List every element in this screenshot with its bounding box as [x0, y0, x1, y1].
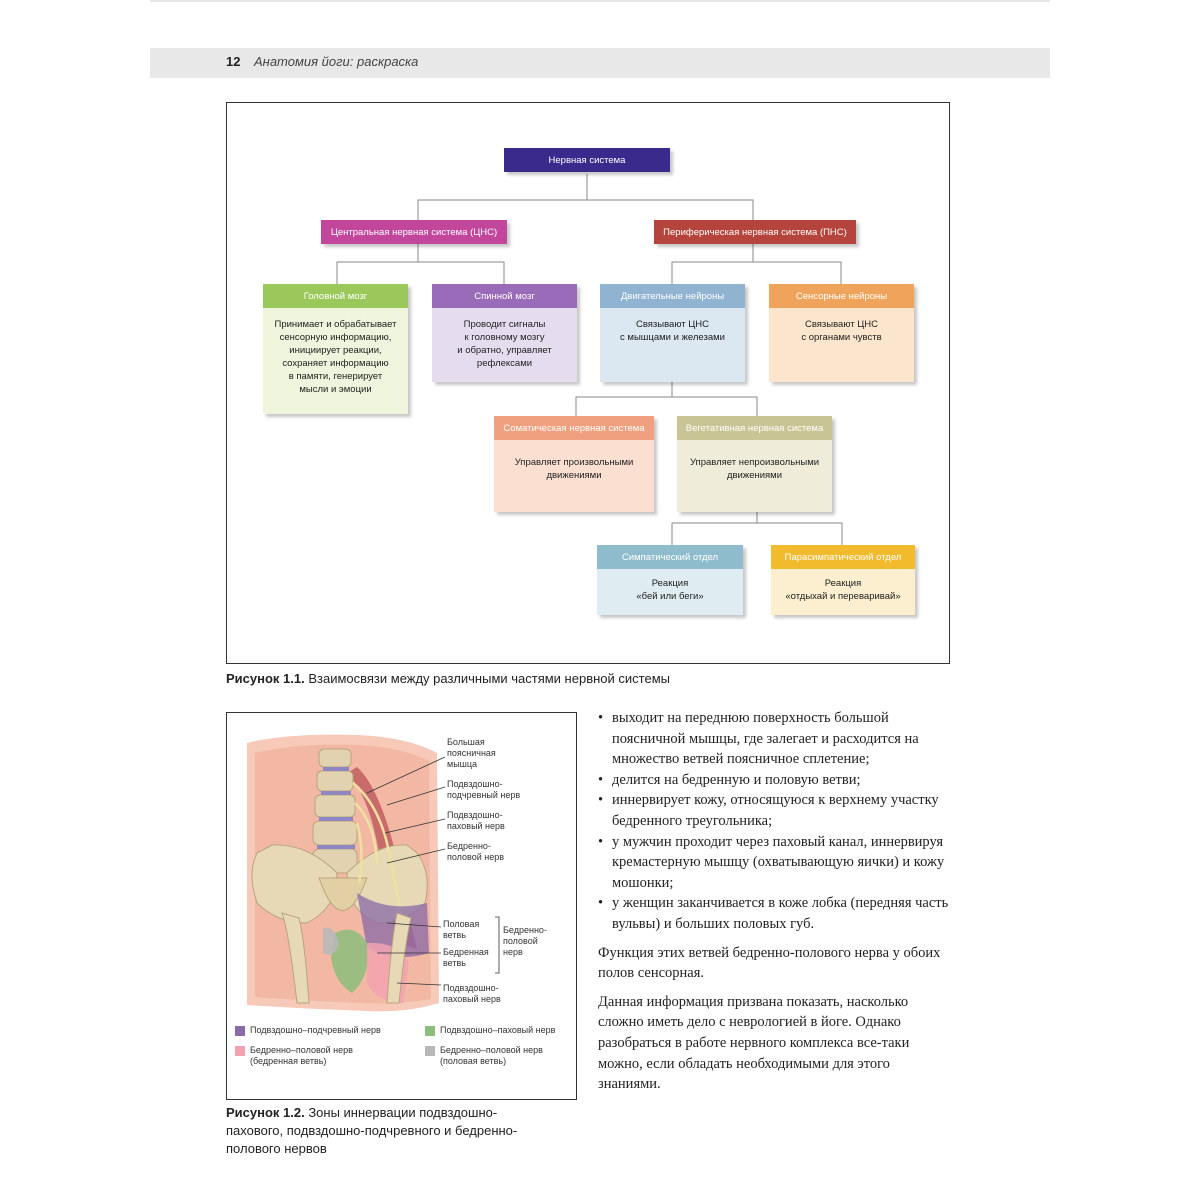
label-psoas: Большая поясничная мышца [447, 737, 496, 769]
legend-ilioinguinal: Подвздошно–паховый нерв [425, 1025, 555, 1036]
node-brain-title: Головной мозг [263, 284, 408, 308]
node-somatic: Соматическая нервная система Управляет п… [494, 416, 654, 512]
node-nervous-system-label: Нервная система [548, 154, 626, 166]
node-motor-neurons: Двигательные нейроны Связывают ЦНС с мыш… [600, 284, 745, 382]
running-head: 12 Анатомия йоги: раскраска [150, 48, 1050, 78]
connector-motor-somatic [575, 382, 673, 416]
label-genitofemoral: Бедренно- половой нерв [447, 841, 505, 862]
legend-swatch [235, 1026, 245, 1036]
legend-iliohypogastric: Подвздошно–подчревный нерв [235, 1025, 381, 1036]
node-parasympathetic: Парасимпатический отдел Реакция «отдыхай… [771, 545, 915, 615]
node-somatic-text: Управляет произвольными движениями [494, 440, 654, 512]
legend-genitofemoral-genital: Бедренно–половой нерв (половая ветвь) [425, 1045, 543, 1067]
list-item: делится на бедренную и половую ветви; [598, 770, 954, 791]
label-iliohypogastric: Подвздошно- подчревный нерв [447, 779, 521, 800]
node-parasympathetic-text: Реакция «отдыхай и переваривай» [771, 569, 915, 615]
figure-2-caption: Рисунок 1.2. Зоны иннервации подвздошно-… [226, 1104, 586, 1158]
label-ilioinguinal-bottom: Подвздошно- паховый нерв [443, 983, 501, 1004]
legend-text: Подвздошно–паховый нерв [440, 1025, 556, 1035]
figure-2-text: Зоны иннервации подвздошно- пахового, по… [226, 1105, 518, 1156]
paragraph-summary: Данная информация призвана показать, нас… [598, 993, 910, 1093]
node-cns: Центральная нервная система (ЦНС) [321, 220, 507, 244]
list-item: иннервирует кожу, относящуюся к верхнему… [598, 790, 954, 831]
label-femoral-branch: Бедренная ветвь [443, 947, 489, 968]
node-autonomic: Вегетативная нервная система Управляет н… [677, 416, 832, 512]
node-cns-label: Центральная нервная система (ЦНС) [330, 226, 498, 238]
node-autonomic-text: Управляет непроизвольными движениями [677, 440, 832, 512]
node-parasympathetic-title: Парасимпатический отдел [771, 545, 915, 569]
figure-2-label: Рисунок 1.2. [226, 1105, 305, 1120]
legend-genitofemoral-femoral: Бедренно–половой нерв (бедренная ветвь) [235, 1045, 353, 1067]
node-pns: Периферическая нервная система (ПНС) [654, 220, 856, 244]
connector-root-cns [417, 174, 588, 220]
node-somatic-title: Соматическая нервная система [494, 416, 654, 440]
figure-1-text: Взаимосвязи между различными частями нер… [304, 671, 670, 686]
figure-1-caption: Рисунок 1.1. Взаимосвязи между различным… [226, 670, 950, 688]
node-sensory-neurons: Сенсорные нейроны Связывают ЦНС с органа… [769, 284, 914, 382]
list-item: выходит на переднюю поверхность большой … [598, 708, 954, 770]
legend-swatch [425, 1046, 435, 1056]
node-nervous-system: Нервная система [504, 148, 670, 172]
node-sympathetic: Симпатический отдел Реакция «бей или бег… [597, 545, 743, 615]
connector-motor-autonomic [672, 396, 758, 416]
node-spinal-cord-text: Проводит сигналы к головному мозгу и обр… [432, 308, 577, 382]
anatomy-figure: Большая поясничная мышца Подвздошно- под… [226, 712, 577, 1100]
diagram-connectors [336, 174, 843, 545]
connector-autonomic-sympathetic [671, 512, 758, 545]
legend-swatch [425, 1026, 435, 1036]
node-spinal-cord-title: Спинной мозг [432, 284, 577, 308]
list-item: у женщин заканчивается в коже лобка (пер… [598, 893, 954, 934]
page-number: 12 [226, 54, 241, 69]
label-ilioinguinal: Подвздошно- паховый нерв [447, 810, 505, 831]
list-item: у мужчин проходит через паховый канал, и… [598, 832, 954, 894]
node-sympathetic-text: Реакция «бей или беги» [597, 569, 743, 615]
node-motor-neurons-title: Двигательные нейроны [600, 284, 745, 308]
bullet-list: выходит на переднюю поверхность большой … [598, 708, 954, 935]
book-title: Анатомия йоги: раскраска [254, 54, 419, 69]
label-genitofemoral-group: Бедренно- половой нерв [503, 925, 547, 957]
label-genital-branch: Половая ветвь [443, 919, 480, 940]
node-brain: Головной мозг Принимает и обрабатывает с… [263, 284, 408, 414]
node-spinal-cord: Спинной мозг Проводит сигналы к головном… [432, 284, 577, 382]
node-sympathetic-title: Симпатический отдел [597, 545, 743, 569]
connector-root-pns [587, 199, 754, 220]
connector-pns-motor [671, 244, 754, 284]
node-sensory-neurons-title: Сенсорные нейроны [769, 284, 914, 308]
node-autonomic-title: Вегетативная нервная система [677, 416, 832, 440]
nervous-system-diagram: Нервная система Центральная нервная сист… [226, 102, 950, 664]
node-sensory-neurons-text: Связывают ЦНС с органами чувств [769, 308, 914, 382]
connector-autonomic-parasympathetic [757, 522, 843, 545]
node-pns-label: Периферическая нервная система (ПНС) [663, 226, 847, 238]
connector-cns-spinal [418, 261, 505, 284]
top-rule [150, 0, 1050, 2]
node-brain-text: Принимает и обрабатывает сенсорную инфор… [263, 308, 408, 414]
legend-swatch [235, 1046, 245, 1056]
paragraph-function: Функция этих ветвей бедренно-полового не… [598, 944, 941, 982]
legend-text: Бедренно–половой нерв (половая ветвь) [440, 1045, 543, 1066]
node-motor-neurons-text: Связывают ЦНС с мышцами и железами [600, 308, 745, 382]
legend-text: Подвздошно–подчревный нерв [250, 1025, 381, 1035]
anatomy-illustration [247, 734, 500, 1012]
connector-cns-brain [336, 244, 419, 284]
legend-text: Бедренно–половой нерв (бедренная ветвь) [250, 1045, 353, 1066]
body-text: выходит на переднюю поверхность большой … [598, 708, 954, 1095]
figure-1-label: Рисунок 1.1. [226, 671, 305, 686]
connector-pns-sensory [753, 261, 842, 284]
